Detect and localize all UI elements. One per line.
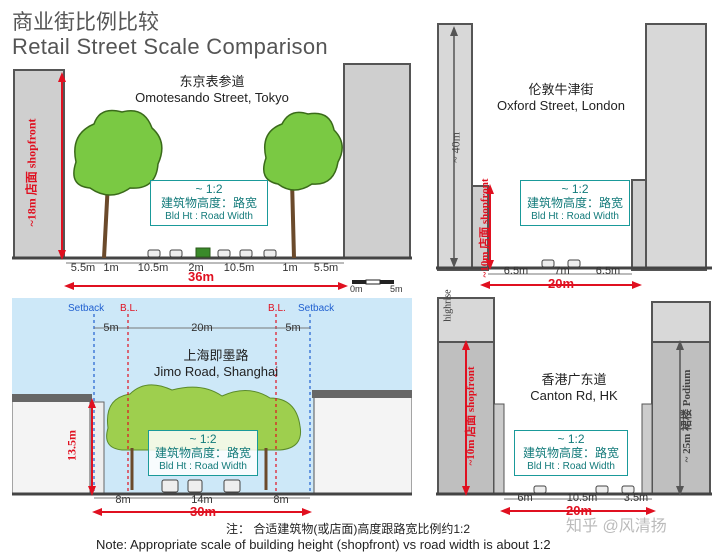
- shanghai-ratio-en: Bld Ht : Road Width: [159, 461, 247, 472]
- shanghai-segments: 8m 14m 8m: [94, 494, 310, 506]
- tokyo-height-label: ~18m 店面 shopfront: [24, 118, 39, 227]
- hk-ratio-en: Bld Ht : Road Width: [527, 461, 615, 472]
- hk-podium-label: ~ 25m 裙楼 Podium: [681, 369, 693, 463]
- hk-seg: 3.5m: [623, 492, 649, 504]
- tokyo-scale-start: 0m: [350, 284, 363, 294]
- london-name-en: Oxford Street, London: [497, 98, 625, 113]
- note-en: Note: Appropriate scale of building heig…: [96, 537, 551, 552]
- tokyo-scale-end: 5m: [390, 284, 403, 294]
- shanghai-top-seg: 5m: [285, 322, 301, 334]
- tokyo-seg: 10.5m: [137, 262, 169, 274]
- tokyo-ratio-value: ~ 1:2: [195, 182, 223, 196]
- london-ratio-value: ~ 1:2: [561, 182, 589, 196]
- watermark: 知乎 @风清扬: [566, 518, 667, 535]
- shanghai-height-label: 13.5m: [64, 430, 79, 461]
- london-seg: 7m: [554, 265, 570, 277]
- panel-london: ~ 40m 伦敦牛津街 Oxford Street, London ~ 1:2 …: [436, 20, 712, 298]
- shanghai-name-cn: 上海即墨路: [183, 348, 249, 363]
- hk-name-en: Canton Rd, HK: [530, 388, 618, 403]
- hk-total: 20m: [566, 503, 593, 518]
- shanghai-bl-left: B.L.: [120, 303, 138, 314]
- hk-seg: 10.5m: [566, 492, 598, 504]
- shanghai-setback-right: Setback: [298, 303, 335, 314]
- tokyo-name-en: Omotesando Street, Tokyo: [135, 90, 289, 105]
- hk-drawing: [436, 297, 712, 515]
- tokyo-total: 36m: [188, 269, 215, 284]
- shanghai-seg: 8m: [273, 494, 289, 506]
- shanghai-ratio-cn: 建筑物高度：路宽: [154, 446, 251, 460]
- tokyo-name: 东京表参道 Omotesando Street, Tokyo: [102, 74, 322, 106]
- panel-hk: highrise 香港广东道 Canton Rd, HK ~ 1:2 建筑物高度…: [436, 284, 712, 524]
- shanghai-ratio-value: ~ 1:2: [189, 432, 217, 446]
- tokyo-ratio-cn: 建筑物高度：路宽: [160, 196, 257, 210]
- note-cn: 注： 合适建筑物(或店面)高度跟路宽比例约1:2: [226, 522, 471, 536]
- tokyo-drawing: [12, 63, 412, 290]
- tokyo-seg: 1m: [282, 262, 298, 274]
- tokyo-seg: 2m: [188, 262, 204, 274]
- panel-tokyo: 东京表参道 Omotesando Street, Tokyo ~ 1:2 建筑物…: [12, 62, 412, 298]
- shanghai-setback-left: Setback: [68, 303, 105, 314]
- panel-shanghai: Setback Setback B.L. B.L. 5m 20m 5m 上海即墨…: [12, 298, 412, 524]
- title-en: Retail Street Scale Comparison: [12, 34, 328, 59]
- tokyo-ratio-box: ~ 1:2 建筑物高度：路宽 Bld Ht : Road Width: [150, 180, 268, 226]
- tokyo-seg: 10.5m: [223, 262, 255, 274]
- shanghai-seg: 14m: [191, 494, 213, 506]
- shanghai-name-en: Jimo Road, Shanghai: [153, 364, 279, 379]
- hk-segments: 6m 10.5m 3.5m: [504, 492, 654, 504]
- title-cn: 商业街比例比较: [12, 11, 159, 34]
- tokyo-name-cn: 东京表参道: [179, 74, 245, 89]
- hk-name: 香港广东道 Canton Rd, HK: [504, 372, 644, 404]
- london-segments: 6.5m 7m 6.5m: [490, 265, 634, 277]
- london-tower-label: ~ 40m: [448, 132, 463, 163]
- hk-name-cn: 香港广东道: [541, 372, 607, 387]
- shanghai-total: 30m: [190, 504, 217, 519]
- london-name: 伦敦牛津街 Oxford Street, London: [476, 82, 646, 114]
- shanghai-ratio-box: ~ 1:2 建筑物高度：路宽 Bld Ht : Road Width: [148, 430, 258, 476]
- shanghai-name: 上海即墨路 Jimo Road, Shanghai: [136, 348, 296, 380]
- london-name-cn: 伦敦牛津街: [528, 82, 594, 97]
- london-ratio-en: Bld Ht : Road Width: [531, 211, 619, 222]
- hk-seg: 6m: [517, 492, 533, 504]
- hk-ratio-cn: 建筑物高度：路宽: [522, 446, 619, 460]
- hk-ratio-box: ~ 1:2 建筑物高度：路宽 Bld Ht : Road Width: [514, 430, 628, 476]
- tokyo-seg: 5.5m: [70, 262, 96, 274]
- shanghai-top-segments: 5m 20m 5m: [94, 322, 310, 334]
- shanghai-seg: 8m: [115, 494, 131, 506]
- london-seg: 6.5m: [503, 265, 529, 277]
- tokyo-segments: 5.5m 1m 10.5m 2m 10.5m 1m 5.5m: [66, 262, 346, 276]
- hk-ratio-value: ~ 1:2: [557, 432, 585, 446]
- hk-height-label: ~10m 店面 shopfront: [465, 366, 477, 466]
- london-ratio-cn: 建筑物高度：路宽: [526, 196, 623, 210]
- london-ratio-box: ~ 1:2 建筑物高度：路宽 Bld Ht : Road Width: [520, 180, 630, 226]
- tokyo-seg: 5.5m: [313, 262, 339, 274]
- shanghai-top-seg: 5m: [103, 322, 119, 334]
- london-seg: 6.5m: [595, 265, 621, 277]
- tokyo-seg: 1m: [103, 262, 119, 274]
- london-total: 20m: [548, 276, 575, 291]
- shanghai-top-seg: 20m: [191, 322, 213, 334]
- shanghai-bl-right: B.L.: [268, 303, 286, 314]
- london-drawing: [436, 23, 712, 289]
- hk-highrise-label: highrise: [442, 289, 454, 322]
- tokyo-ratio-en: Bld Ht : Road Width: [165, 211, 253, 222]
